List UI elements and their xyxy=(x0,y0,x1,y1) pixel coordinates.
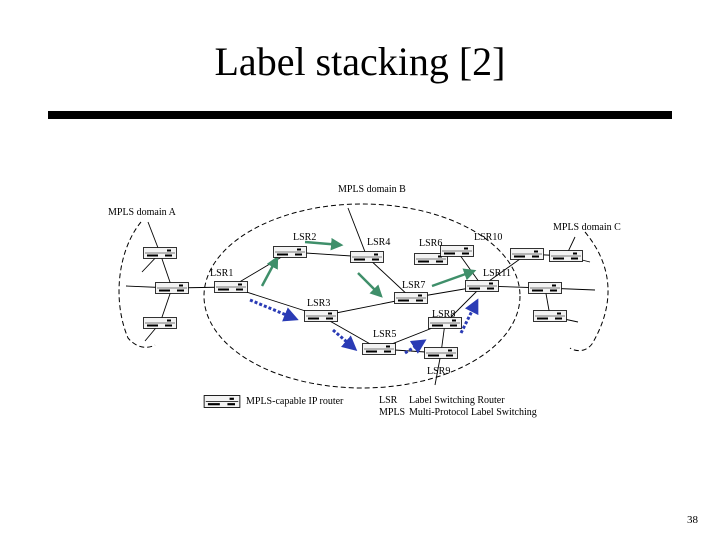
label-lsr10: LSR10 xyxy=(474,232,502,243)
router-lsr3 xyxy=(304,310,338,322)
domain-b-label: MPLS domain B xyxy=(338,184,406,195)
label-lsr8: LSR8 xyxy=(432,309,455,320)
legend-router-icon xyxy=(203,395,241,408)
page-number: 38 xyxy=(687,514,698,526)
router-a1 xyxy=(143,247,177,259)
router-lsr5 xyxy=(362,343,396,355)
label-lsr1: LSR1 xyxy=(210,268,233,279)
router-lsr4 xyxy=(350,251,384,263)
label-lsr5: LSR5 xyxy=(373,329,396,340)
router-lsr9 xyxy=(424,347,458,359)
legend-mpls-definition: Multi-Protocol Label Switching xyxy=(409,407,537,418)
domain-a-boundary xyxy=(118,221,156,348)
router-c4 xyxy=(533,310,567,322)
router-a2 xyxy=(155,282,189,294)
label-lsr4: LSR4 xyxy=(367,237,390,248)
label-lsr3: LSR3 xyxy=(307,298,330,309)
lsp-blue-dotted-arrows xyxy=(249,298,479,355)
label-lsr11: LSR11 xyxy=(483,268,511,279)
slide-title: Label stacking [2] xyxy=(214,39,506,84)
label-lsr9: LSR9 xyxy=(427,366,450,377)
router-a3 xyxy=(143,317,177,329)
network-links xyxy=(125,207,596,386)
domain-b-boundary xyxy=(203,203,521,389)
domain-c-label: MPLS domain C xyxy=(553,222,621,233)
legend-lsr-abbr: LSR xyxy=(379,395,398,406)
label-lsr7: LSR7 xyxy=(402,280,425,291)
router-lsr7 xyxy=(394,292,428,304)
legend-router-label: MPLS-capable IP router xyxy=(246,396,344,407)
label-lsr6: LSR6 xyxy=(419,238,442,249)
domain-c-boundary xyxy=(569,231,609,352)
router-lsr1 xyxy=(214,281,248,293)
router-c3 xyxy=(528,282,562,294)
lsp-green-arrows xyxy=(260,237,477,298)
label-lsr2: LSR2 xyxy=(293,232,316,243)
title-divider xyxy=(48,111,672,119)
router-c2 xyxy=(549,250,583,262)
router-lsr11 xyxy=(465,280,499,292)
router-c1 xyxy=(510,248,544,260)
router-lsr10 xyxy=(440,245,474,257)
legend-mpls-abbr: MPLS xyxy=(379,407,405,418)
router-lsr2 xyxy=(273,246,307,258)
domain-a-label: MPLS domain A xyxy=(108,207,177,218)
legend-lsr-definition: Label Switching Router xyxy=(409,395,505,406)
